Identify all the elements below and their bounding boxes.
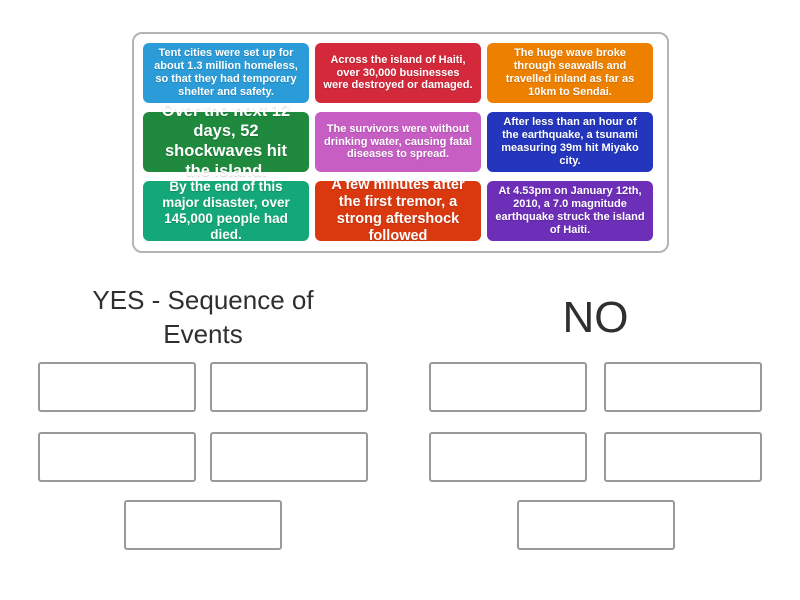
draggable-card-huge-wave[interactable]: The huge wave broke through seawalls and…	[487, 43, 653, 103]
card-pool: Tent cities were set up for about 1.3 mi…	[132, 32, 669, 253]
drop-slot-yes-4[interactable]	[210, 432, 368, 482]
drop-slot-yes-5[interactable]	[124, 500, 282, 550]
draggable-card-survivors[interactable]: The survivors were without drinking wate…	[315, 112, 481, 172]
group-no-label: NO	[562, 292, 629, 342]
drop-slot-no-5[interactable]	[516, 500, 675, 550]
drop-slot-no-3[interactable]	[429, 432, 587, 482]
drop-slot-no-4[interactable]	[604, 432, 762, 482]
drop-slot-yes-3[interactable]	[38, 432, 196, 482]
drop-slot-no-2[interactable]	[604, 362, 762, 412]
drop-slot-yes-1[interactable]	[38, 362, 196, 412]
group-yes-label: YES - Sequence of Events	[92, 285, 314, 349]
drop-slot-no-1[interactable]	[429, 362, 587, 412]
group-yes-sequence: YES - Sequence of Events	[38, 280, 368, 550]
group-no: NO	[429, 280, 762, 550]
group-yes-header: YES - Sequence of Events	[38, 280, 368, 355]
drop-slot-yes-2[interactable]	[210, 362, 368, 412]
draggable-card-businesses[interactable]: Across the island of Haiti, over 30,000 …	[315, 43, 481, 103]
draggable-card-aftershock[interactable]: A few minutes after the first tremor, a …	[315, 177, 481, 244]
draggable-card-tsunami[interactable]: After less than an hour of the earthquak…	[487, 112, 653, 172]
draggable-card-earthquake[interactable]: At 4.53pm on January 12th, 2010, a 7.0 m…	[487, 181, 653, 241]
draggable-card-shockwaves[interactable]: Over the next 12 days, 52 shockwaves hit…	[143, 102, 309, 180]
draggable-card-people-died[interactable]: By the end of this major disaster, over …	[143, 179, 309, 242]
draggable-card-tent-cities[interactable]: Tent cities were set up for about 1.3 mi…	[143, 43, 309, 103]
group-no-header: NO	[429, 280, 762, 355]
